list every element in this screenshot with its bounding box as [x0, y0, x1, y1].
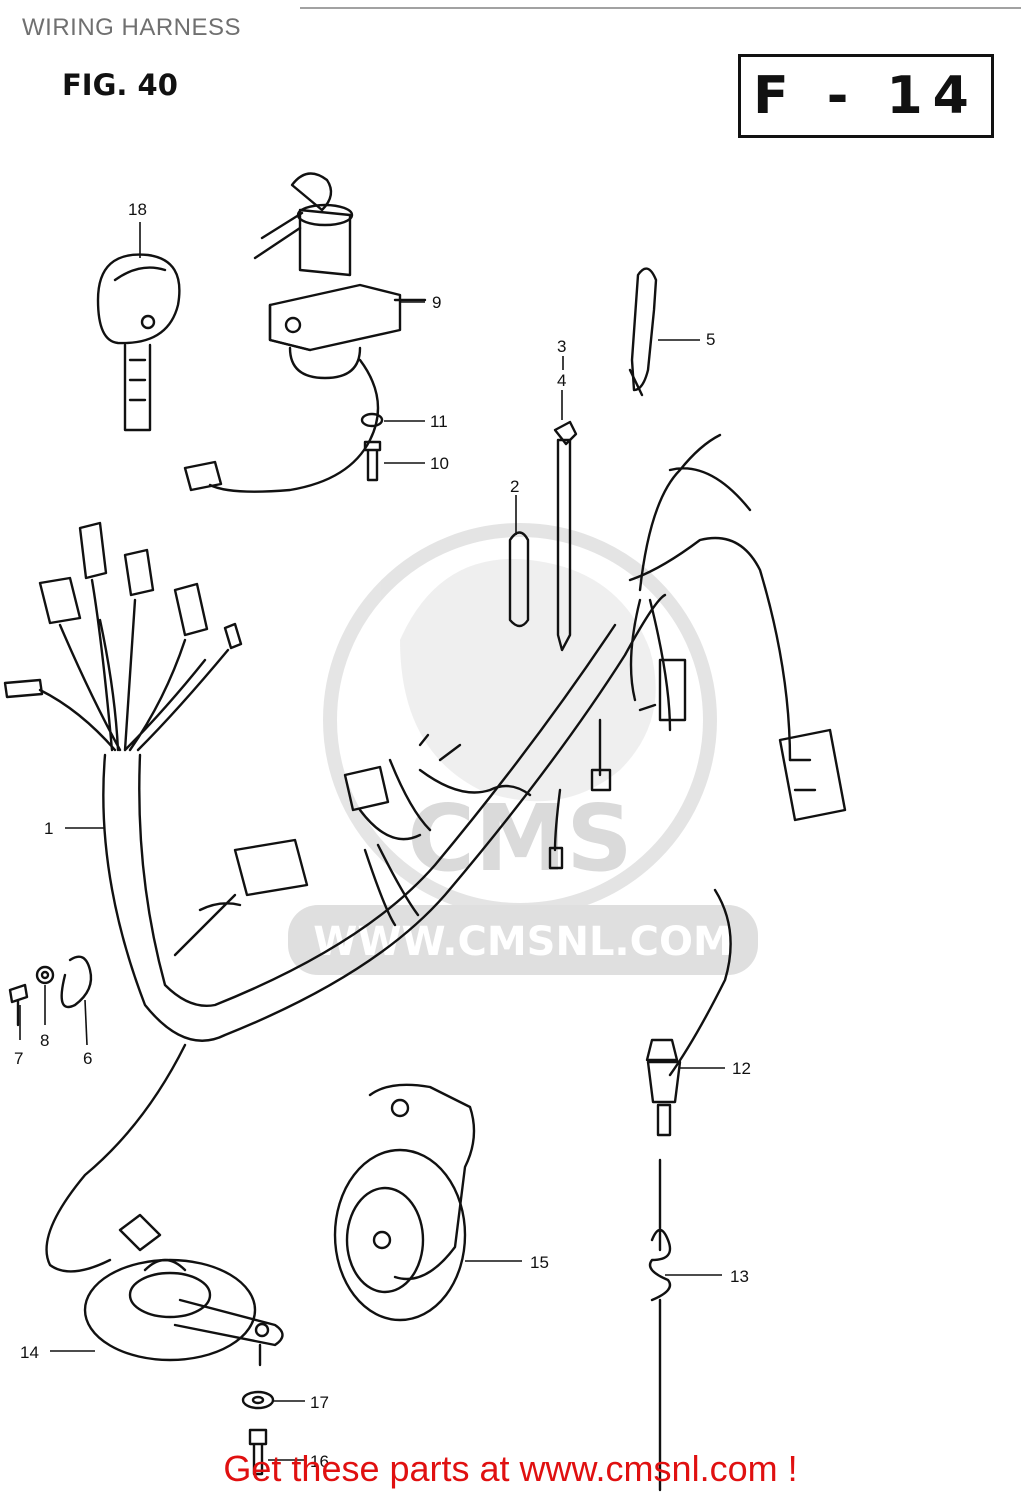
- screw-part-10: [363, 440, 382, 482]
- callout-6: 6: [83, 1049, 92, 1068]
- bolt-part-7: [8, 983, 29, 1027]
- watermark-url-text: WWW.CMSNL.COM: [313, 919, 733, 965]
- horn-part-15: [333, 1083, 476, 1322]
- callout-11: 11: [430, 412, 448, 431]
- washer-part-8: [35, 965, 55, 985]
- callout-15: 15: [530, 1253, 549, 1272]
- spring-rod-part-13: [648, 1158, 672, 1492]
- clamp-part-5: [628, 267, 658, 397]
- page-title: WIRING HARNESS: [22, 14, 242, 41]
- callout-17: 17: [310, 1393, 329, 1412]
- main-harness-part-1: [3, 433, 847, 1273]
- key-part-18: [96, 253, 181, 432]
- clamp-part-6: [60, 955, 93, 1009]
- watermark-face-icon: [400, 559, 656, 802]
- callout-1: 1: [44, 819, 53, 838]
- callout-7: 7: [14, 1049, 23, 1068]
- callout-9: 9: [432, 293, 441, 312]
- callout-5: 5: [706, 330, 715, 349]
- ignition-switch-part-9: [183, 172, 427, 493]
- callout-8: 8: [40, 1031, 49, 1050]
- horn-part-14: [83, 1258, 284, 1367]
- figure-label: FIG. 40: [62, 68, 178, 102]
- callout-2: 2: [510, 477, 519, 496]
- stop-switch-part-12: [645, 1038, 682, 1137]
- callout-10: 10: [430, 454, 449, 473]
- callout-13: 13: [730, 1267, 749, 1286]
- callout-12: 12: [732, 1059, 751, 1078]
- watermark-banner: [288, 905, 758, 975]
- cable-band-part-3-4: [553, 420, 578, 652]
- callout-4: 4: [557, 371, 566, 390]
- footer-parts-link[interactable]: Get these parts at www.cmsnl.com !: [223, 1448, 798, 1489]
- bolt-part-16: [248, 1428, 268, 1476]
- leader-lines: [19, 222, 725, 1461]
- washer-part-17: [241, 1390, 275, 1410]
- figure-code-box: F - 14: [738, 54, 994, 138]
- callout-14: 14: [20, 1343, 39, 1362]
- washer-part-11: [360, 412, 384, 428]
- callout-18: 18: [128, 200, 147, 219]
- watermark: CMS WWW.CMSNL.COM: [288, 523, 758, 975]
- callout-16: 16: [310, 1452, 329, 1471]
- callout-3: 3: [557, 337, 566, 356]
